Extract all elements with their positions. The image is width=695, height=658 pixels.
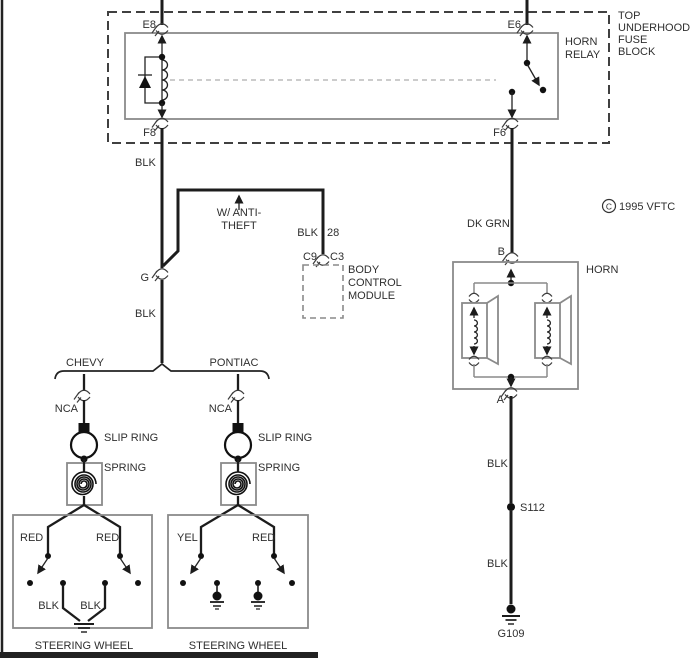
brand-split: CHEVY PONTIAC (54, 357, 270, 380)
pontiac-nca-label: NCA (209, 403, 233, 415)
pontiac-wire-right-label: RED (252, 532, 275, 544)
chevy-gnd-right-label: BLK (80, 600, 101, 612)
pontiac-steering-wheel: YEL RED STEERING WHEEL (167, 514, 309, 652)
chevy-steering-wheel: RED RED BLK BLK STEERING WHEEL (12, 514, 153, 652)
horn-left-coil-icon (473, 319, 478, 345)
chevy-slip-ring-label: SLIP RING (104, 432, 158, 444)
bcm-label-3: MODULE (348, 290, 395, 302)
horn-left-coil-box (461, 302, 488, 359)
chevy-spring-coil-icon (71, 471, 97, 496)
terminal-b: B (498, 246, 505, 258)
horn-label: HORN (586, 264, 618, 276)
fuse-block-label-3: FUSE (618, 34, 647, 46)
wire-label-blk-upper: BLK (487, 458, 508, 470)
chevy-nca-connector-icon (73, 389, 91, 404)
branch-label-pontiac: PONTIAC (210, 357, 259, 369)
chevy-horn-switch-left (37, 557, 49, 575)
bcm-outline (302, 264, 344, 319)
chevy-wheel-label: STEERING WHEEL (35, 640, 133, 652)
anti-theft-label-2: THEFT (221, 220, 257, 232)
anti-theft-label-1: W/ ANTI- (217, 207, 262, 219)
horn-relay-label-2: RELAY (565, 49, 601, 61)
chevy-slip-ring-icon (69, 430, 99, 460)
terminal-f6: F6 (493, 127, 506, 139)
pontiac-horn-switch-left (190, 557, 202, 575)
right-branch: DK GRN B (467, 128, 519, 266)
pontiac-wheel-outline (167, 514, 309, 629)
chevy-horn-switch-right (119, 557, 131, 575)
pontiac-slip-ring-brush-icon (232, 423, 244, 432)
horn-relay-outline (124, 32, 559, 120)
terminal-e6: E6 (508, 19, 521, 31)
wire-label-dk-grn: DK GRN (467, 218, 510, 230)
pontiac-spring-coil-icon (225, 471, 251, 496)
fuse-block-label-1: TOP (618, 10, 640, 22)
pontiac-slip-ring-icon (223, 430, 253, 460)
pontiac-column: NCA SLIP RING SPRING (199, 374, 312, 555)
anti-theft-branch-wire (161, 188, 325, 268)
wire-label-blk-g: BLK (135, 308, 156, 320)
bcm-label-1: BODY (348, 264, 380, 276)
fuse-block-label-4: BLOCK (618, 46, 656, 58)
chevy-gnd-left-label: BLK (38, 600, 59, 612)
chevy-wire-left-label: RED (20, 532, 43, 544)
bcm-label-2: CONTROL (348, 277, 402, 289)
relay-diode-branch (144, 56, 162, 104)
horn-right-coil-box (534, 302, 561, 359)
bcm-pin-c9: C9 (303, 251, 317, 263)
wire-label-circuit-28: 28 (327, 227, 339, 239)
wire-label-blk-bcm: BLK (297, 227, 318, 239)
splice-s112-icon (507, 503, 515, 511)
connector-g-icon (151, 268, 169, 282)
fuse-block-label-2: UNDERHOOD (618, 22, 690, 34)
terminal-a: A (497, 394, 505, 406)
ground-g109-icon (502, 604, 520, 625)
pontiac-wire-left-label: YEL (177, 532, 198, 544)
relay-diode-icon (139, 76, 151, 88)
pontiac-nca-connector-icon (227, 389, 245, 404)
horn-outline (452, 261, 579, 390)
copyright-c: C (606, 202, 612, 212)
copyright: C 1995 VFTC (601, 198, 675, 214)
terminal-e8: E8 (143, 19, 156, 31)
horn-relay-label-1: HORN (565, 36, 597, 48)
horn-right-coil-icon (546, 319, 551, 345)
chevy-nca-label: NCA (55, 403, 79, 415)
chevy-column: NCA SLIP RING SPRING (46, 374, 158, 555)
pontiac-ground-left-icon (210, 580, 224, 610)
fuse-block-outline (107, 11, 610, 144)
copyright-icon (601, 198, 617, 214)
pontiac-horn-switch-right (273, 557, 285, 575)
copyright-text: 1995 VFTC (619, 201, 675, 213)
pontiac-spring-label: SPRING (258, 462, 300, 474)
horn-left-cone-icon (486, 294, 499, 366)
horn-assembly: HORN A (452, 261, 618, 406)
wire-label-blk-lower: BLK (487, 558, 508, 570)
horn-ground-path: BLK S112 BLK G109 (487, 396, 545, 640)
connector-g-label: G (140, 272, 149, 284)
splice-s112-label: S112 (520, 502, 545, 514)
chevy-spring-label: SPRING (104, 462, 146, 474)
chevy-wire-right-label: RED (96, 532, 119, 544)
terminal-f8: F8 (143, 127, 156, 139)
chevy-slip-ring-brush-icon (78, 423, 90, 432)
diagram-frame (0, 0, 318, 658)
body-control-module: C9 C3 BODY CONTROL MODULE (302, 251, 402, 319)
split-brace (54, 362, 270, 380)
relay-switch-blade (526, 63, 540, 87)
horn-relay: HORN RELAY E8 E6 F8 F6 (124, 0, 601, 139)
relay-coil-icon (161, 59, 169, 101)
pontiac-slip-ring-label: SLIP RING (258, 432, 312, 444)
branch-label-chevy: CHEVY (66, 357, 105, 369)
left-branch: BLK W/ ANTI- THEFT BLK 28 G BLK (135, 128, 339, 363)
wire-label-blk-f8: BLK (135, 157, 156, 169)
bcm-pin-c3: C3 (330, 251, 344, 263)
chevy-ground-icon (74, 623, 94, 633)
pontiac-wheel-label: STEERING WHEEL (189, 640, 287, 652)
fuse-block: TOP UNDERHOOD FUSE BLOCK (107, 10, 690, 144)
horn-right-cone-icon (559, 294, 572, 366)
pontiac-ground-right-icon (251, 580, 265, 610)
ground-g109-label: G109 (498, 628, 525, 640)
